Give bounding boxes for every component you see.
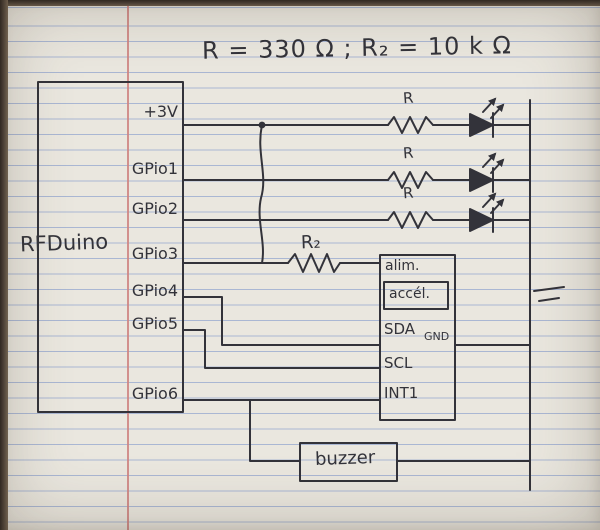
pin-label-gpio5: GPio5 [131, 314, 178, 333]
module-pin-gnd: GND [424, 330, 450, 343]
led-branch-2 [182, 152, 531, 193]
wire-gpio5-scl [182, 329, 381, 369]
pin-label-gpio2: GPio2 [131, 199, 178, 218]
page-edge-left [0, 0, 8, 530]
pin-label-gpio4: GPio4 [131, 281, 178, 300]
module-pin-scl: SCL [384, 354, 413, 372]
buzzer-label: buzzer [314, 446, 376, 471]
wire-gpio4-sda [182, 296, 381, 346]
pin-label-3v3: +3V [143, 102, 178, 121]
led-1-arrow [490, 103, 505, 119]
page-edge-top [0, 0, 600, 6]
mcu-outline [37, 81, 184, 413]
ground-bar-long [533, 286, 565, 292]
resistor-r-3 [387, 211, 434, 229]
resistor-r2-label: R₂ [300, 231, 322, 254]
led-3-arrow [482, 192, 497, 208]
module-pin-sda: SDA [384, 320, 416, 338]
module-outline [379, 254, 456, 421]
resistor-label-2: R [402, 143, 415, 163]
buzzer-wire-left [249, 399, 301, 462]
module-pin-int1: INT1 [384, 384, 419, 402]
module-name: accél. [389, 286, 430, 302]
resistor-label-3: R [402, 183, 415, 203]
led-3 [469, 208, 494, 232]
resistor-r-1 [387, 116, 434, 134]
module-pin-alim: alim. [385, 258, 420, 274]
led-2-arrow [490, 158, 505, 174]
led-2-arrow [482, 152, 497, 168]
led-2 [469, 168, 494, 192]
ground-symbol [533, 286, 565, 302]
supply-squiggle-wire [258, 124, 265, 264]
led-1-arrow [482, 97, 497, 113]
resistor-r2 [287, 253, 341, 273]
pin-label-gpio6: GPio6 [131, 384, 178, 403]
pin-label-gpio3: GPio3 [131, 244, 178, 263]
led-branch-3 [182, 192, 531, 233]
pullup-branch [182, 124, 381, 273]
resistor-label-1: R [402, 88, 415, 108]
led-1 [469, 113, 494, 137]
margin-line [127, 0, 129, 530]
led-branch-1 [182, 97, 531, 138]
resistor-r-2 [387, 171, 434, 189]
led-3-arrow [490, 198, 505, 214]
ground-bar-short [538, 297, 560, 302]
module-name-box [383, 281, 449, 310]
pin-label-gpio1: GPio1 [131, 159, 178, 178]
mcu-label: RFDuino [19, 229, 109, 257]
formula-note: R = 330 Ω ; R₂ = 10 k Ω [201, 31, 513, 65]
